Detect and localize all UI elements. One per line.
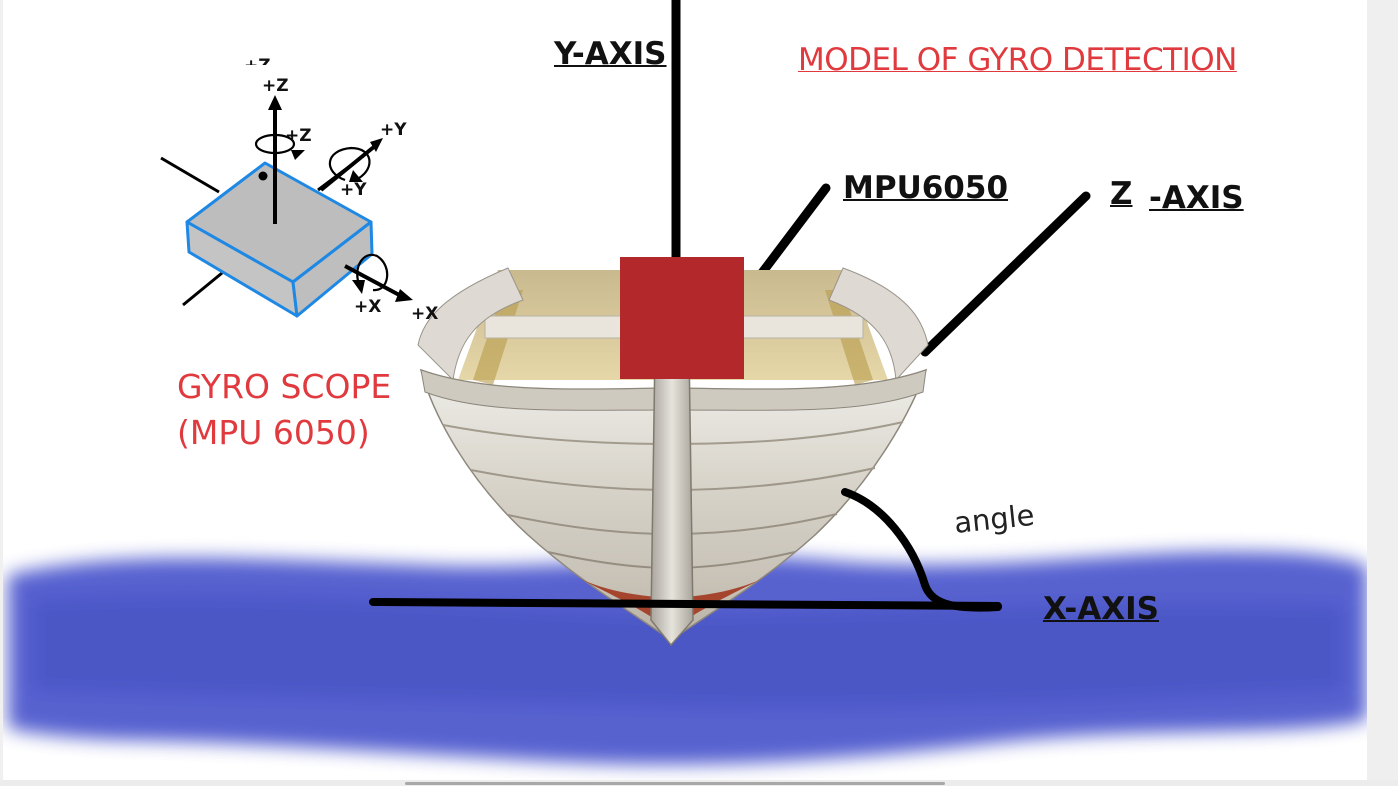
y-axis-label: Y-AXIS (554, 36, 667, 72)
z-axis-label-suffix: -AXIS (1149, 180, 1244, 216)
diagram-title: MODEL OF GYRO DETECTION (798, 42, 1237, 78)
right-gutter (1367, 0, 1398, 786)
gyroscope-label-line2: (MPU 6050) (177, 413, 370, 452)
water (8, 551, 1367, 765)
gyro-x-rot-label: +X (354, 297, 382, 317)
gyro-y-rot-label: +Y (340, 180, 367, 200)
gyro-z-top-partial-label: +Z (244, 56, 271, 76)
gyro-x-out-label: +X (411, 304, 439, 324)
z-axis-line (920, 191, 1091, 357)
diagram-drawing (8, 0, 1367, 765)
mpu6050-label: MPU6050 (843, 170, 1009, 206)
gyro-z-top-label: +Z (262, 76, 289, 96)
x-axis-line (369, 598, 1002, 610)
x-axis-label: X-AXIS (1043, 591, 1159, 627)
z-axis-label-letter: Z (1110, 176, 1133, 212)
gyroscope-label-line1: GYRO SCOPE (177, 367, 392, 406)
diagram-canvas: MODEL OF GYRO DETECTION Y-AXIS MPU6050 Z… (3, 0, 1367, 780)
mpu6050-sensor (620, 257, 744, 379)
gyro-y-out-label: +Y (380, 120, 407, 140)
scrollbar-thumb[interactable] (405, 782, 945, 785)
gyroscope-illustration (160, 95, 413, 318)
gyro-z-rot-label: +Z (285, 126, 312, 146)
angle-arc (841, 488, 1002, 612)
